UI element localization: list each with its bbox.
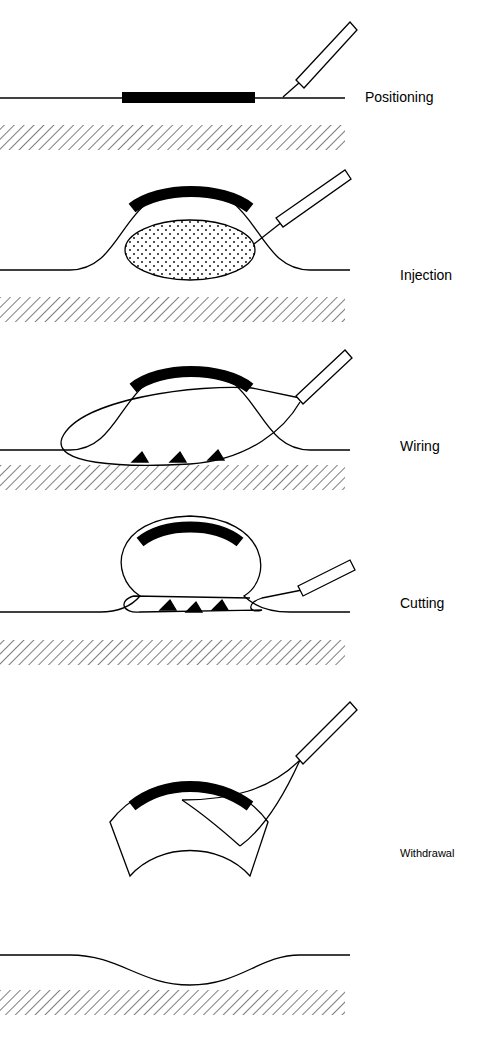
injection-figure: [0, 170, 351, 322]
step-label: Withdrawal: [400, 847, 454, 859]
withdrawal-figure: [0, 702, 357, 1015]
step-label: Positioning: [365, 90, 434, 105]
positioning-figure: [0, 22, 357, 150]
step-label: Wiring: [400, 439, 440, 454]
step-label: Injection: [400, 268, 452, 283]
wiring-figure: [0, 350, 352, 490]
step-label: Cutting: [400, 596, 444, 611]
cutting-figure: [0, 516, 355, 665]
